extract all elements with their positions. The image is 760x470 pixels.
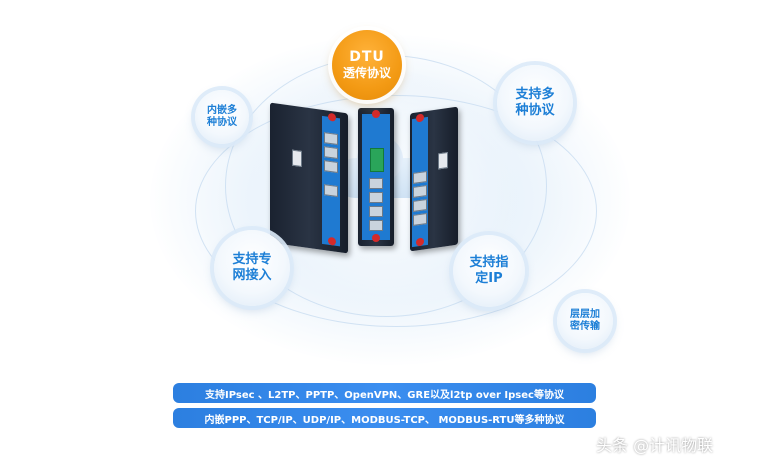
device-stripe [362, 114, 390, 240]
private-network-label: 支持专 网接入 [232, 251, 272, 283]
embedded-protocols-label: 内嵌多 种协议 [207, 104, 237, 129]
dtu-bubble-title: DTU [349, 48, 385, 65]
embedded-protocols-banner: 内嵌PPP、TCP/IP、UDP/IP、MODBUS-TCP、 MODBUS-R… [173, 408, 596, 428]
ethernet-port [369, 206, 383, 217]
embedded-protocols-bubble: 内嵌多 种协议 [195, 90, 249, 144]
static-ip-label: 支持指 定IP [469, 254, 509, 286]
ethernet-port [413, 198, 427, 212]
dtu-protocol-bubble: DTU 透传协议 [332, 30, 402, 100]
vpn-protocols-banner: 支持IPsec 、L2TP、PPTP、OpenVPN、GRE以及l2tp ove… [173, 383, 596, 403]
watermark: 头条 @计讯物联 [596, 436, 714, 455]
ethernet-port [413, 212, 427, 226]
ethernet-port [369, 220, 383, 231]
private-network-bubble: 支持专 网接入 [214, 230, 290, 306]
ethernet-port [413, 170, 427, 184]
antenna-port [328, 112, 336, 122]
terminal-block [370, 148, 384, 172]
multi-protocol-label: 支持多 种协议 [515, 86, 555, 118]
antenna-port [328, 236, 336, 246]
static-ip-bubble: 支持指 定IP [453, 235, 525, 307]
dtu-bubble-subtitle: 透传协议 [342, 66, 391, 81]
ethernet-port [369, 192, 383, 203]
ethernet-port [324, 160, 338, 174]
antenna-port [372, 234, 380, 242]
router-device [410, 106, 458, 252]
router-device [270, 102, 348, 254]
antenna-port [372, 110, 380, 118]
label-sticker [292, 149, 302, 168]
encryption-label: 层层加 密传输 [570, 308, 600, 333]
orbit-ring [195, 95, 597, 327]
ethernet-port [324, 132, 338, 146]
ethernet-port [324, 184, 338, 198]
label-sticker [438, 152, 448, 170]
encryption-bubble: 层层加 密传输 [557, 293, 613, 349]
ethernet-port [413, 184, 427, 198]
multi-protocol-bubble: 支持多 种协议 [497, 65, 573, 141]
ethernet-port [369, 178, 383, 189]
ethernet-port [324, 146, 338, 160]
router-device [358, 108, 394, 246]
